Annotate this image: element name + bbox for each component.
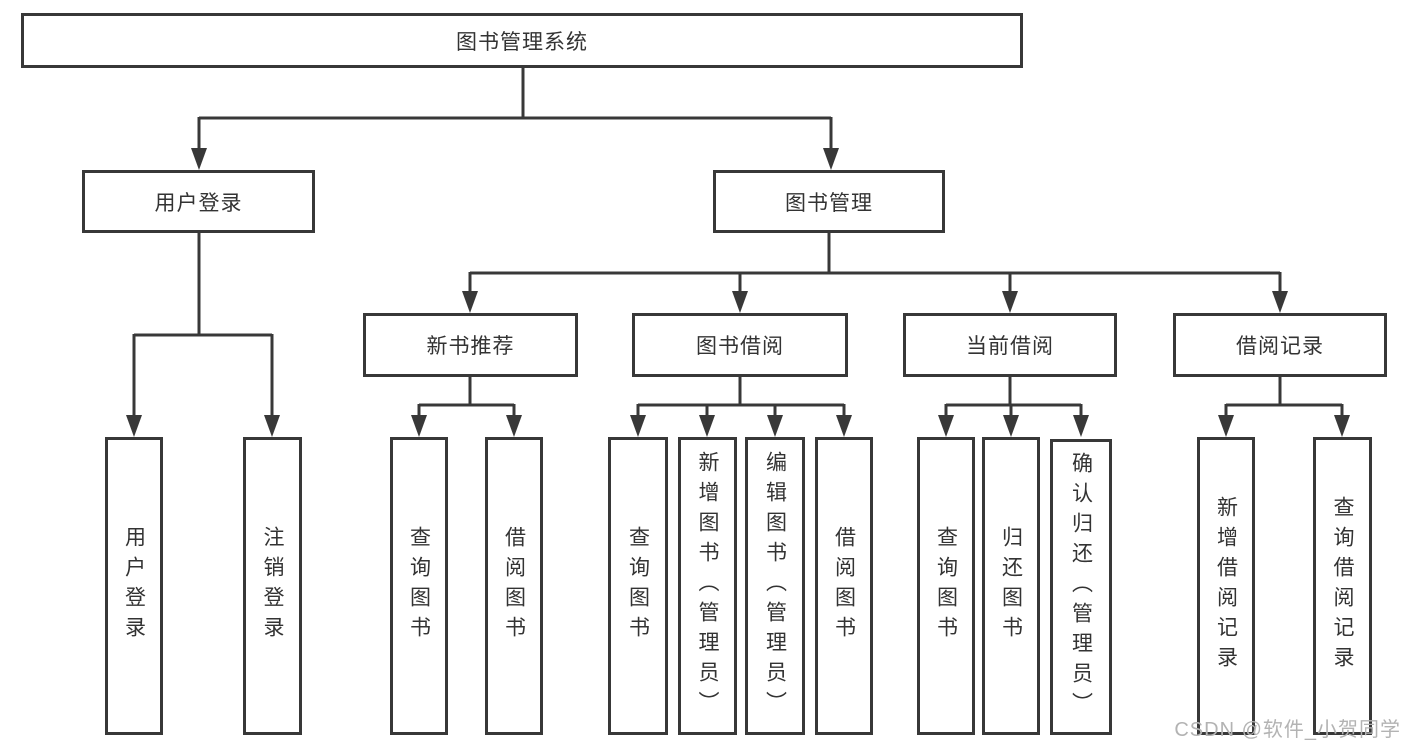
node-borrow-record: 借阅记录 [1173, 313, 1387, 377]
leaf-label: 编辑图书（管理员） [763, 451, 787, 721]
leaf-confirm-return-admin: 确认归还（管理员） [1050, 439, 1112, 735]
arrow-down-icon [462, 291, 478, 313]
node-current-borrow-label: 当前借阅 [966, 335, 1054, 358]
connector-current-borrow [938, 377, 1089, 437]
node-book-borrow-label: 图书借阅 [696, 335, 784, 358]
leaf-logout: 注销登录 [243, 437, 302, 735]
leaf-query-books-1: 查询图书 [390, 437, 448, 735]
arrow-down-icon [1073, 415, 1089, 437]
csdn-watermark: CSDN @软件_小贺同学 [1174, 719, 1401, 741]
leaf-add-books-admin: 新增图书（管理员） [678, 437, 737, 735]
leaf-label: 用户登录 [122, 526, 146, 646]
node-current-borrow: 当前借阅 [903, 313, 1117, 377]
arrow-down-icon [938, 415, 954, 437]
arrow-down-icon [767, 415, 783, 437]
node-root: 图书管理系统 [21, 13, 1023, 68]
node-borrow-record-label: 借阅记录 [1236, 335, 1324, 358]
leaf-label: 新增图书（管理员） [696, 451, 719, 721]
arrow-down-icon [1334, 415, 1350, 437]
node-book-borrow: 图书借阅 [632, 313, 848, 377]
leaf-label: 确认归还（管理员） [1069, 452, 1093, 722]
leaf-query-borrow-record: 查询借阅记录 [1313, 437, 1372, 735]
leaf-query-books-3: 查询图书 [917, 437, 975, 735]
connector-root [191, 68, 839, 170]
leaf-label: 借阅图书 [502, 526, 526, 646]
connector-borrow-record [1218, 377, 1350, 437]
arrow-down-icon [411, 415, 427, 437]
arrow-down-icon [630, 415, 646, 437]
leaf-label: 查询借阅记录 [1331, 496, 1354, 676]
leaf-label: 注销登录 [261, 526, 284, 646]
arrow-down-icon [1218, 415, 1234, 437]
arrow-down-icon [699, 415, 715, 437]
node-book-management-label: 图书管理 [785, 191, 873, 215]
leaf-label: 查询图书 [407, 526, 431, 646]
arrow-down-icon [506, 415, 522, 437]
arrow-down-icon [1272, 291, 1288, 313]
leaf-user-login: 用户登录 [105, 437, 163, 735]
leaf-return-books: 归还图书 [982, 437, 1040, 735]
node-new-book-recommend: 新书推荐 [363, 313, 578, 377]
arrow-down-icon [126, 415, 142, 437]
connector-new-book [411, 377, 522, 437]
arrow-down-icon [823, 148, 839, 170]
node-user-login: 用户登录 [82, 170, 315, 233]
arrow-down-icon [732, 291, 748, 313]
arrow-down-icon [836, 415, 852, 437]
leaf-add-borrow-record: 新增借阅记录 [1197, 437, 1255, 735]
leaf-borrow-books-2: 借阅图书 [815, 437, 873, 735]
leaf-label: 查询图书 [626, 526, 650, 646]
connector-book-management [462, 233, 1288, 313]
node-book-management: 图书管理 [713, 170, 945, 233]
arrow-down-icon [264, 415, 280, 437]
arrow-down-icon [1002, 291, 1018, 313]
leaf-label: 归还图书 [999, 526, 1023, 646]
leaf-label: 借阅图书 [832, 526, 856, 646]
node-root-label: 图书管理系统 [456, 30, 588, 54]
leaf-label: 查询图书 [934, 526, 958, 646]
arrow-down-icon [191, 148, 207, 170]
node-user-login-label: 用户登录 [154, 191, 243, 215]
leaf-query-books-2: 查询图书 [608, 437, 668, 735]
node-new-book-recommend-label: 新书推荐 [426, 335, 515, 358]
leaf-borrow-books-1: 借阅图书 [485, 437, 543, 735]
connector-user-login [126, 233, 280, 437]
connector-book-borrow [630, 377, 852, 437]
leaf-edit-books-admin: 编辑图书（管理员） [745, 437, 805, 735]
leaf-label: 新增借阅记录 [1214, 496, 1238, 676]
arrow-down-icon [1003, 415, 1019, 437]
